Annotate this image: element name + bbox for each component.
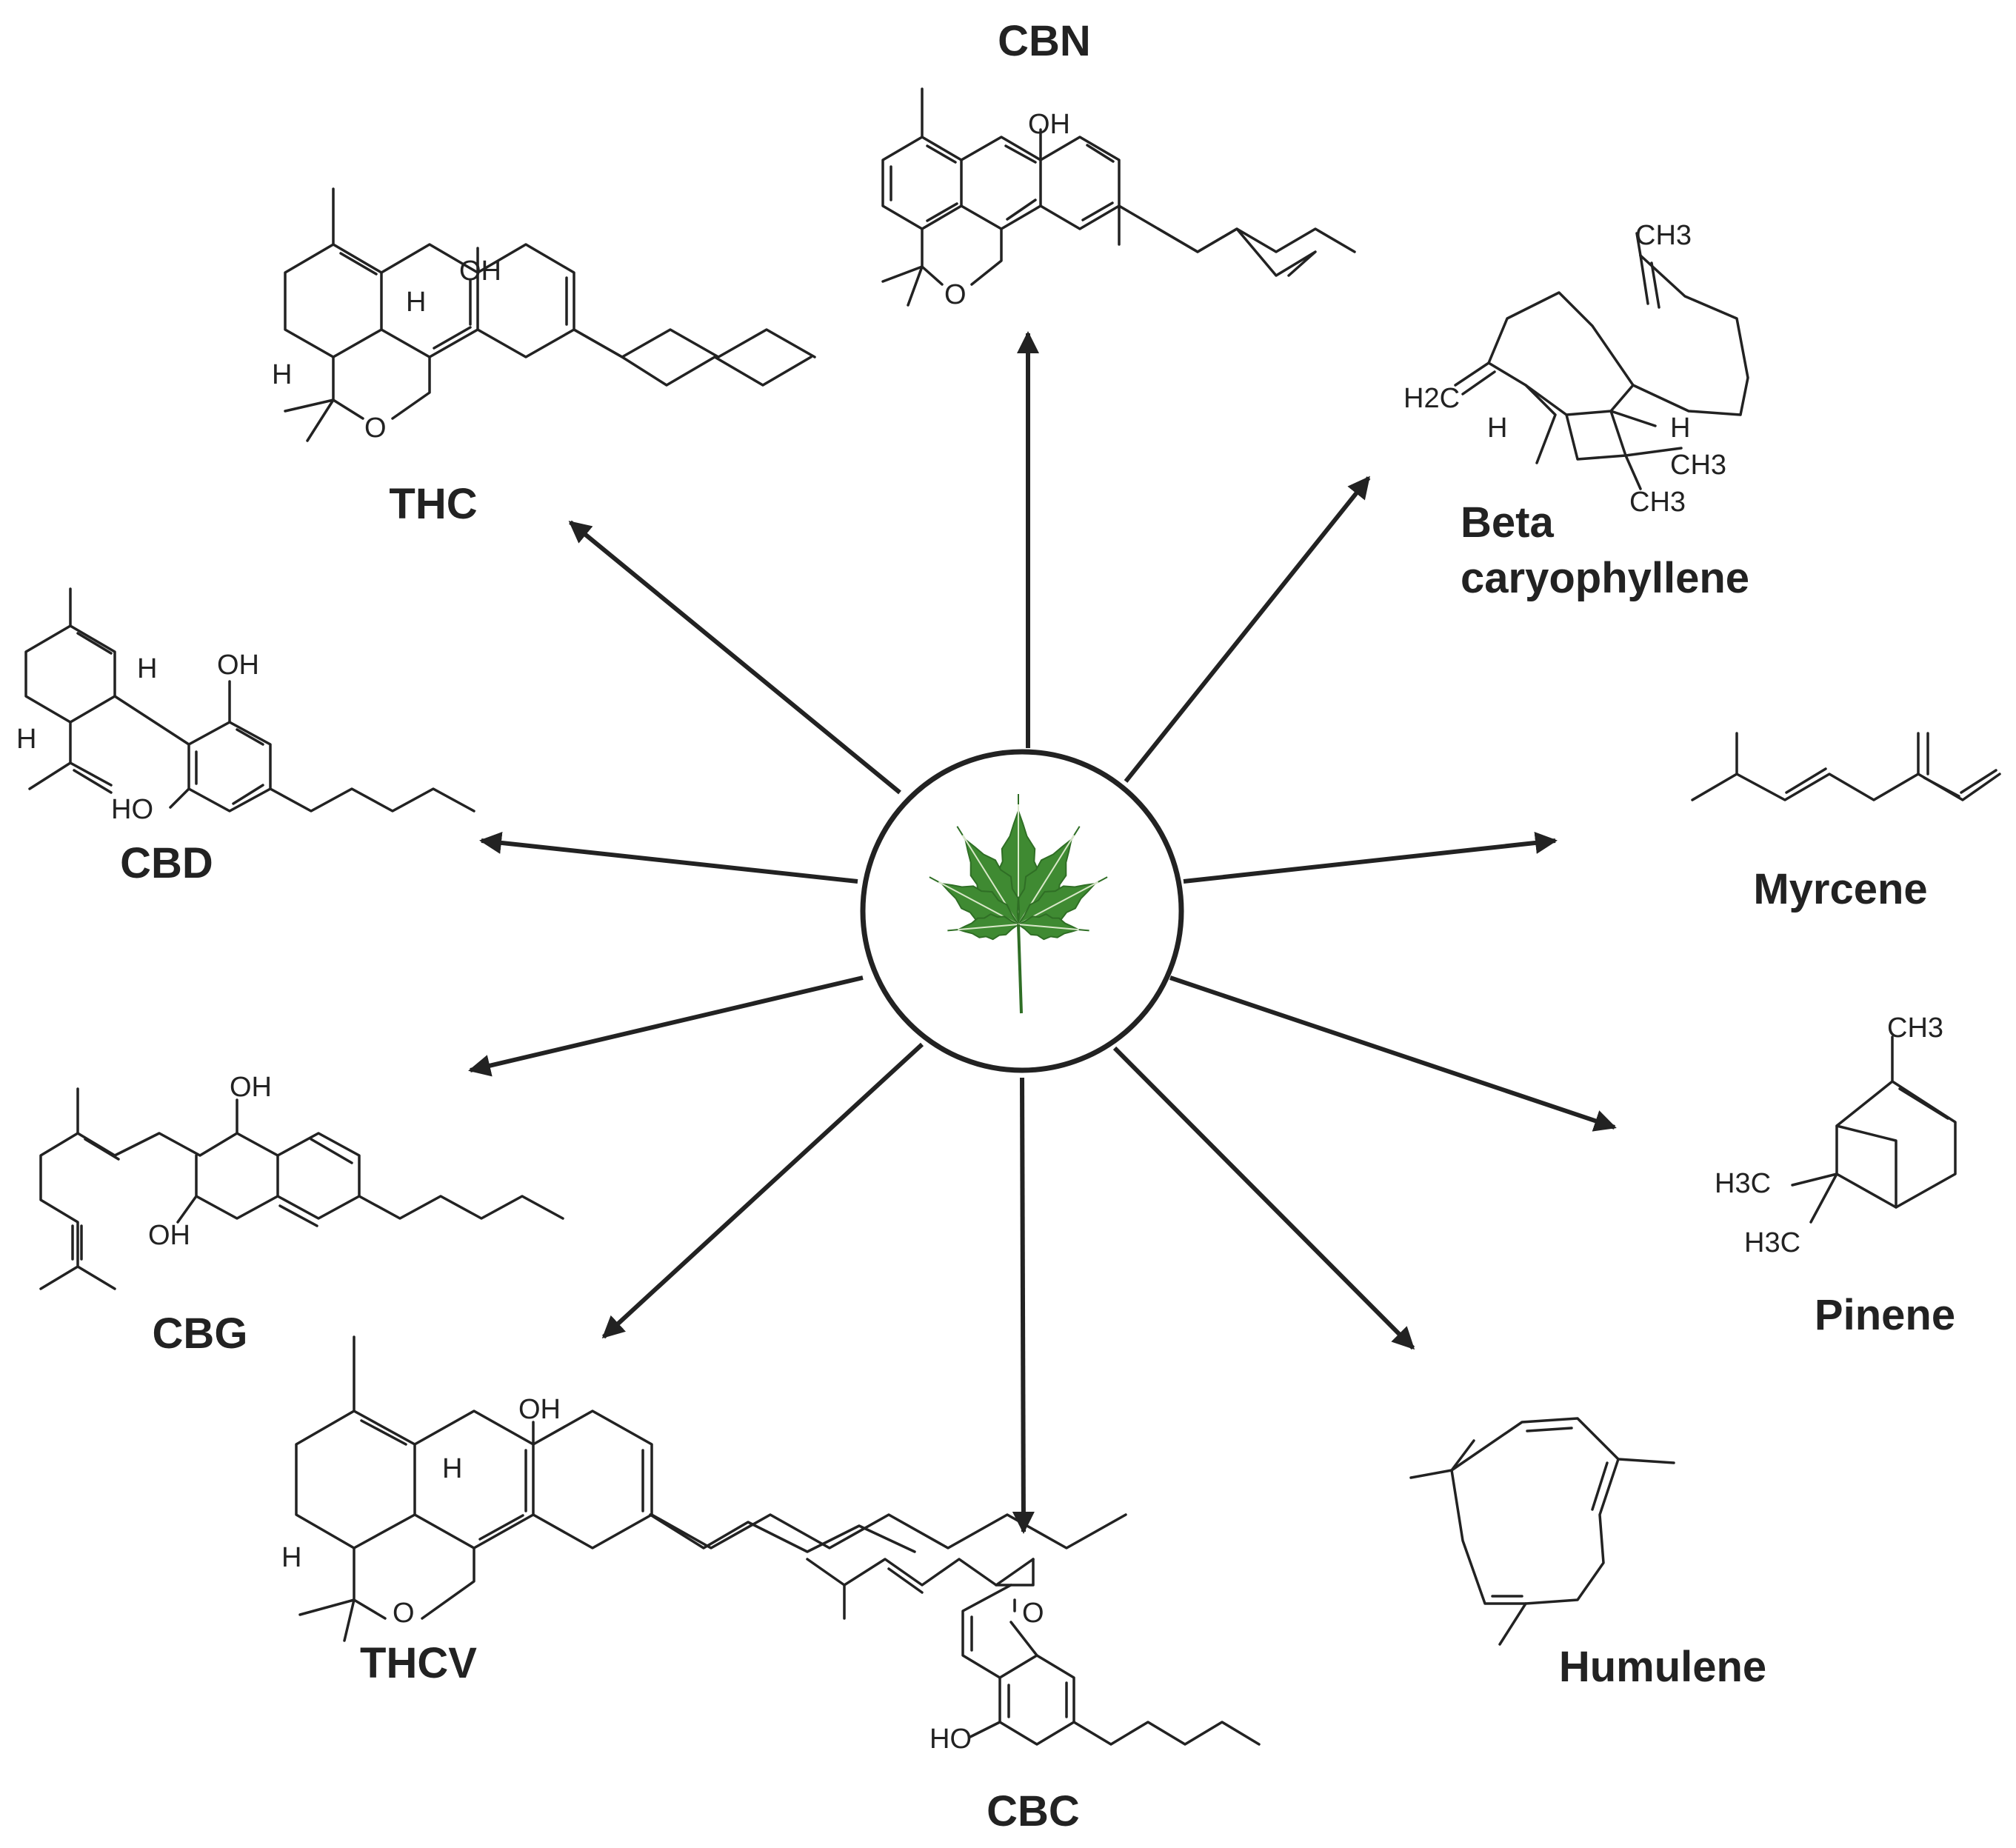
compound-thc: OH H H O THC bbox=[272, 187, 816, 528]
thc-h-top: H bbox=[406, 287, 426, 318]
cbg-oh-bottom: OH bbox=[148, 1220, 190, 1251]
thc-o-atom: O bbox=[364, 413, 387, 444]
pinene-ch3-top: CH3 bbox=[1887, 1013, 1943, 1044]
cbg-label: CBG bbox=[153, 1310, 248, 1358]
compound-pinene: CH3 H3C H3C Pinene bbox=[1715, 1013, 1957, 1339]
cbd-h-top: H bbox=[137, 653, 157, 684]
cbd-ho-atom: HO bbox=[111, 794, 153, 825]
cbd-label: CBD bbox=[120, 839, 213, 887]
beta-ch3-b: CH3 bbox=[1629, 487, 1686, 518]
cbc-o-atom: O bbox=[1022, 1598, 1044, 1629]
arrow-to-humulene bbox=[1112, 1046, 1415, 1350]
thc-h-left: H bbox=[272, 359, 292, 390]
arrow-to-myrcene bbox=[1183, 832, 1558, 884]
pinene-h3c-a: H3C bbox=[1715, 1168, 1771, 1199]
cannabis-leaf-icon bbox=[929, 794, 1108, 1014]
arrow-to-beta-caryophyllene bbox=[1124, 476, 1371, 783]
cbn-label: CBN bbox=[998, 17, 1091, 65]
cbg-oh-top: OH bbox=[230, 1072, 272, 1103]
leaf-stem bbox=[1017, 924, 1023, 1014]
center-hub bbox=[860, 749, 1184, 1073]
leaflet bbox=[947, 913, 1020, 941]
myrcene-label: Myrcene bbox=[1753, 865, 1927, 913]
leaflet bbox=[1017, 913, 1089, 941]
humulene-label: Humulene bbox=[1559, 1643, 1766, 1691]
leaflet-vein bbox=[958, 924, 1019, 931]
compound-cbn: CBN OH O bbox=[881, 17, 1356, 310]
thcv-oh-atom: OH bbox=[518, 1394, 561, 1425]
beta-ch3-top: CH3 bbox=[1635, 220, 1692, 251]
beta-ch3-a: CH3 bbox=[1670, 450, 1726, 481]
beta-caryophyllene-label-line2: caryophyllene bbox=[1461, 554, 1749, 602]
beta-h-right: H bbox=[1670, 413, 1690, 444]
leaflet-vein bbox=[1018, 924, 1079, 931]
arrow-to-cbd bbox=[479, 831, 858, 884]
cbn-structure: OH O bbox=[881, 87, 1356, 310]
thcv-o-atom: O bbox=[393, 1598, 415, 1629]
thcv-h-left: H bbox=[281, 1542, 301, 1573]
beta-h-left: H bbox=[1487, 413, 1507, 444]
thcv-label: THCV bbox=[360, 1639, 477, 1687]
arrow-to-thc bbox=[568, 520, 901, 795]
thcv-h-top: H bbox=[442, 1453, 462, 1484]
thc-label: THC bbox=[389, 480, 477, 528]
cbd-h-left: H bbox=[16, 724, 36, 755]
arrow-to-cbc bbox=[1012, 1077, 1035, 1534]
thc-oh-atom: OH bbox=[459, 256, 501, 287]
pinene-h3c-b: H3C bbox=[1744, 1227, 1800, 1258]
cbc-label: CBC bbox=[987, 1787, 1080, 1835]
beta-caryophyllene-label-line1: Beta bbox=[1461, 498, 1554, 547]
compound-myrcene: Myrcene bbox=[1691, 732, 2001, 913]
beta-h2c: H2C bbox=[1403, 383, 1460, 414]
cbn-o-atom: O bbox=[944, 279, 967, 310]
arrow-to-thcv bbox=[601, 1042, 924, 1339]
pinene-label: Pinene bbox=[1815, 1291, 1955, 1339]
compound-cbc: O HO CBC bbox=[806, 1558, 1261, 1835]
compound-cbd: OH HO H H CBD bbox=[16, 587, 475, 887]
compound-humulene: Humulene bbox=[1409, 1417, 1766, 1691]
arrow-to-pinene bbox=[1169, 975, 1617, 1132]
cbc-ho-atom: HO bbox=[929, 1724, 972, 1755]
arrows bbox=[468, 331, 1617, 1534]
compound-thcv: OH H H O THCV bbox=[281, 1335, 1127, 1687]
arrow-to-cbg bbox=[468, 975, 864, 1077]
compound-cbg: OH OH CBG bbox=[39, 1072, 564, 1358]
compound-beta-caryophyllene: CH3 H2C H H CH3 CH3 Beta caryophyllene bbox=[1403, 220, 1749, 602]
cbn-oh-atom: OH bbox=[1028, 109, 1070, 140]
cbd-oh-atom: OH bbox=[217, 650, 259, 681]
